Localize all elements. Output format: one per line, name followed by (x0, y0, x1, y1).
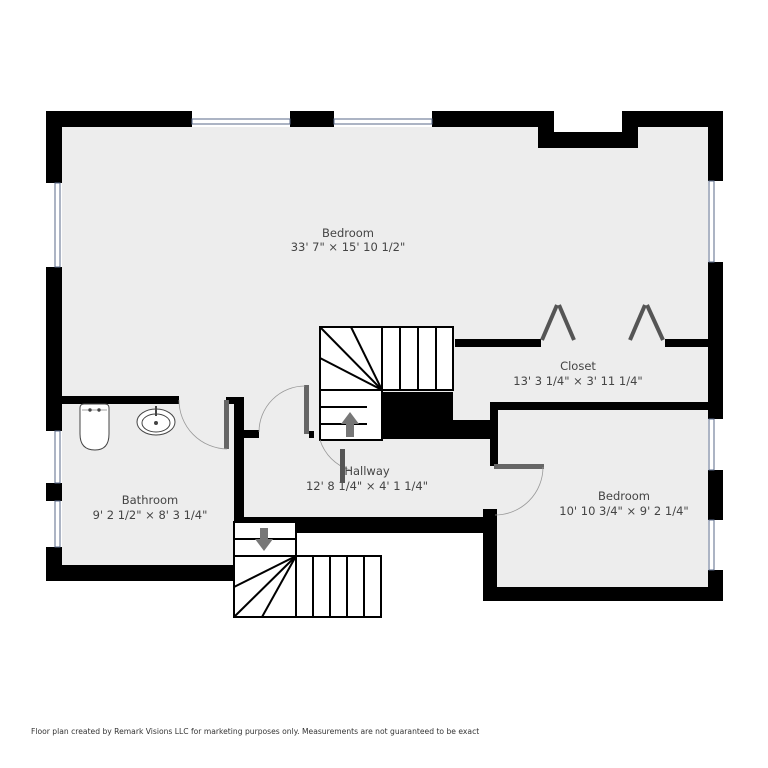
door-swing-small-bedroom (494, 466, 544, 516)
wall-closet-left (455, 339, 541, 347)
toilet-icon (79, 403, 110, 451)
door-hallway-lower[interactable] (340, 449, 345, 483)
door-small-bedroom[interactable] (494, 464, 544, 469)
wall-top-pier (290, 111, 334, 127)
sink-icon (136, 406, 176, 436)
room-labels: Bedroom 33' 7" × 15' 10 1/2" Closet 13' … (93, 226, 689, 522)
staircase-lower (233, 521, 382, 618)
wall-right-top (708, 111, 723, 181)
footer-disclaimer: Floor plan created by Remark Visions LLC… (31, 727, 480, 736)
room-dimensions-hallway: 12' 8 1/4" × 4' 1 1/4" (306, 479, 428, 493)
stairs-down-arrow-icon (255, 528, 273, 551)
door-swing-hallway-1 (258, 385, 306, 433)
window-left-1 (54, 182, 61, 268)
room-name-hallway: Hallway (344, 464, 390, 478)
window-right-2 (708, 418, 715, 471)
window-right-3 (708, 519, 715, 571)
floor-closet (455, 343, 708, 403)
floors (62, 127, 708, 587)
wall-small-bed-left-mid (483, 509, 497, 519)
closet-bifold-doors[interactable] (540, 304, 665, 341)
window-right-1 (708, 180, 715, 263)
wall-closet-bottom (490, 402, 708, 410)
room-dimensions-small-bedroom: 10' 10 3/4" × 9' 2 1/4" (559, 504, 688, 518)
room-name-main-bedroom: Bedroom (322, 226, 374, 240)
wall-stair-connector (453, 420, 493, 439)
floor-small-bedroom (497, 410, 708, 587)
wall-left-pier (46, 483, 62, 501)
wall-bath-bottom (46, 565, 234, 581)
stair-lower-treads (295, 555, 382, 618)
wall-left-mid (46, 267, 62, 431)
door-swing-bathroom (178, 399, 228, 450)
room-dimensions-closet: 13' 3 1/4" × 3' 11 1/4" (513, 374, 642, 388)
stairs-up-arrow-icon (341, 412, 359, 437)
wall-closet-right (665, 339, 708, 347)
walls (46, 111, 723, 601)
window-top-2 (333, 118, 433, 125)
window-left-3 (54, 500, 61, 548)
windows (54, 118, 715, 571)
wall-right-pier (708, 470, 723, 520)
wall-hall-stub (244, 430, 259, 438)
wall-top-left (46, 111, 192, 127)
door-hallway[interactable] (304, 385, 309, 434)
wall-hall-bottom (234, 517, 497, 533)
window-top-1 (191, 118, 291, 125)
room-dimensions-main-bedroom: 33' 7" × 15' 10 1/2" (291, 240, 406, 254)
wall-right-mid (708, 262, 723, 419)
wall-left-top (46, 111, 62, 183)
doors (178, 304, 665, 516)
wall-bath-hall-cap (226, 397, 244, 404)
wall-bath-top (46, 396, 179, 404)
room-name-bathroom: Bathroom (122, 493, 178, 507)
wall-small-bed-left-upper (490, 402, 498, 466)
wall-top-far-right (622, 111, 723, 127)
wall-bath-hall (234, 397, 244, 533)
room-dimensions-bathroom: 9' 2 1/2" × 8' 3 1/4" (93, 508, 208, 522)
room-name-small-bedroom: Bedroom (598, 489, 650, 503)
wall-notch-bottom (538, 132, 638, 148)
wall-small-bed-bottom (483, 587, 723, 601)
door-bathroom[interactable] (224, 400, 229, 449)
door-swing-hallway-2 (319, 439, 351, 471)
room-name-closet: Closet (560, 359, 596, 373)
wall-top-right (432, 111, 554, 127)
window-left-2 (54, 430, 61, 484)
door-hallway-stub (309, 431, 314, 438)
wall-small-bed-left-lower (483, 517, 497, 601)
